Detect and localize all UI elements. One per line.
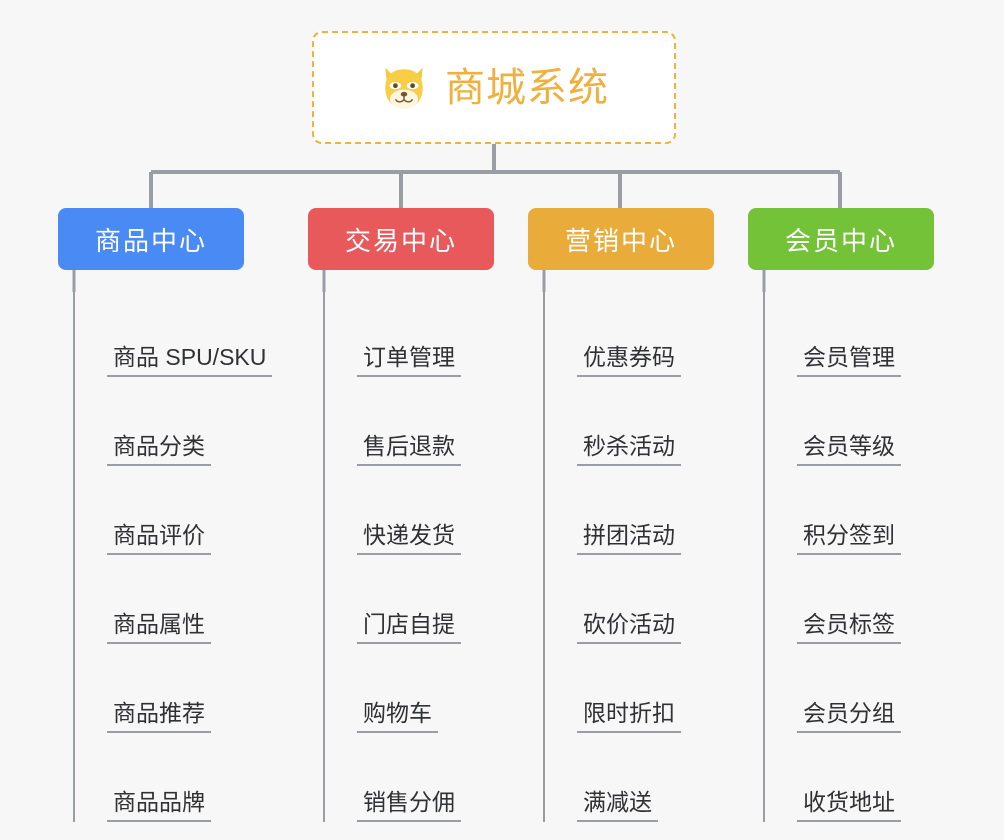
column-member-center: 会员中心 会员管理 会员等级 积分签到 会员标签 会员分组 收货地址 <box>748 208 968 822</box>
root-node-title: 商城系统 <box>445 65 609 110</box>
leaf-label: 收货地址 <box>797 789 901 822</box>
list-item[interactable]: 会员标签 <box>765 555 968 644</box>
leaf-label: 商品属性 <box>107 611 211 644</box>
category-header-product-center[interactable]: 商品中心 <box>58 208 244 270</box>
leaf-list-product-center: 商品 SPU/SKU 商品分类 商品评价 商品属性 商品推荐 商品品牌 <box>73 288 278 822</box>
leaf-label: 限时折扣 <box>577 700 681 733</box>
list-item[interactable]: 会员分组 <box>765 644 968 733</box>
list-item[interactable]: 商品推荐 <box>75 644 278 733</box>
leaf-label: 会员等级 <box>797 433 901 466</box>
category-header-marketing-center[interactable]: 营销中心 <box>528 208 714 270</box>
column-marketing-center: 营销中心 优惠券码 秒杀活动 拼团活动 砍价活动 限时折扣 满减送 <box>528 208 748 822</box>
leaf-list-trade-center: 订单管理 售后退款 快递发货 门店自提 购物车 销售分佣 <box>323 288 528 822</box>
leaf-label: 快递发货 <box>357 522 461 555</box>
leaf-label: 商品品牌 <box>107 789 211 822</box>
list-item[interactable]: 优惠券码 <box>545 288 748 377</box>
root-node-shop-system[interactable]: 商城系统 <box>312 31 676 144</box>
list-item[interactable]: 购物车 <box>325 644 528 733</box>
shiba-dog-face-icon <box>385 67 423 108</box>
list-item[interactable]: 积分签到 <box>765 466 968 555</box>
list-item[interactable]: 砍价活动 <box>545 555 748 644</box>
list-item[interactable]: 秒杀活动 <box>545 377 748 466</box>
list-item[interactable]: 商品评价 <box>75 466 278 555</box>
category-header-label: 商品中心 <box>94 225 207 256</box>
list-item[interactable]: 满减送 <box>545 733 748 822</box>
category-header-label: 交易中心 <box>344 225 457 256</box>
category-header-member-center[interactable]: 会员中心 <box>748 208 934 270</box>
list-item[interactable]: 拼团活动 <box>545 466 748 555</box>
leaf-label: 商品评价 <box>107 522 211 555</box>
leaf-label: 会员分组 <box>797 700 901 733</box>
leaf-label: 满减送 <box>577 789 658 822</box>
category-header-label: 营销中心 <box>564 225 677 256</box>
list-item[interactable]: 销售分佣 <box>325 733 528 822</box>
leaf-label: 销售分佣 <box>357 789 461 822</box>
leaf-label: 砍价活动 <box>577 611 681 644</box>
leaf-list-marketing-center: 优惠券码 秒杀活动 拼团活动 砍价活动 限时折扣 满减送 <box>543 288 748 822</box>
leaf-label: 购物车 <box>357 700 438 733</box>
list-item[interactable]: 快递发货 <box>325 466 528 555</box>
leaf-label: 秒杀活动 <box>577 433 681 466</box>
leaf-list-member-center: 会员管理 会员等级 积分签到 会员标签 会员分组 收货地址 <box>763 288 968 822</box>
category-header-label: 会员中心 <box>784 225 897 256</box>
column-trade-center: 交易中心 订单管理 售后退款 快递发货 门店自提 购物车 销售分佣 <box>308 208 528 822</box>
list-item[interactable]: 售后退款 <box>325 377 528 466</box>
leaf-label: 商品推荐 <box>107 700 211 733</box>
list-item[interactable]: 商品分类 <box>75 377 278 466</box>
list-item[interactable]: 订单管理 <box>325 288 528 377</box>
column-product-center: 商品中心 商品 SPU/SKU 商品分类 商品评价 商品属性 商品推荐 商品品牌 <box>58 208 278 822</box>
leaf-label: 订单管理 <box>357 344 461 377</box>
list-item[interactable]: 收货地址 <box>765 733 968 822</box>
list-item[interactable]: 门店自提 <box>325 555 528 644</box>
list-item[interactable]: 会员管理 <box>765 288 968 377</box>
leaf-label: 会员管理 <box>797 344 901 377</box>
leaf-label: 积分签到 <box>797 522 901 555</box>
leaf-label: 优惠券码 <box>577 344 681 377</box>
list-item[interactable]: 限时折扣 <box>545 644 748 733</box>
leaf-label: 拼团活动 <box>577 522 681 555</box>
leaf-label: 会员标签 <box>797 611 901 644</box>
leaf-label: 门店自提 <box>357 611 461 644</box>
list-item[interactable]: 会员等级 <box>765 377 968 466</box>
leaf-label: 售后退款 <box>357 433 461 466</box>
list-item[interactable]: 商品 SPU/SKU <box>75 288 278 377</box>
list-item[interactable]: 商品品牌 <box>75 733 278 822</box>
leaf-label: 商品 SPU/SKU <box>107 344 273 377</box>
leaf-label: 商品分类 <box>107 433 211 466</box>
list-item[interactable]: 商品属性 <box>75 555 278 644</box>
category-header-trade-center[interactable]: 交易中心 <box>308 208 494 270</box>
